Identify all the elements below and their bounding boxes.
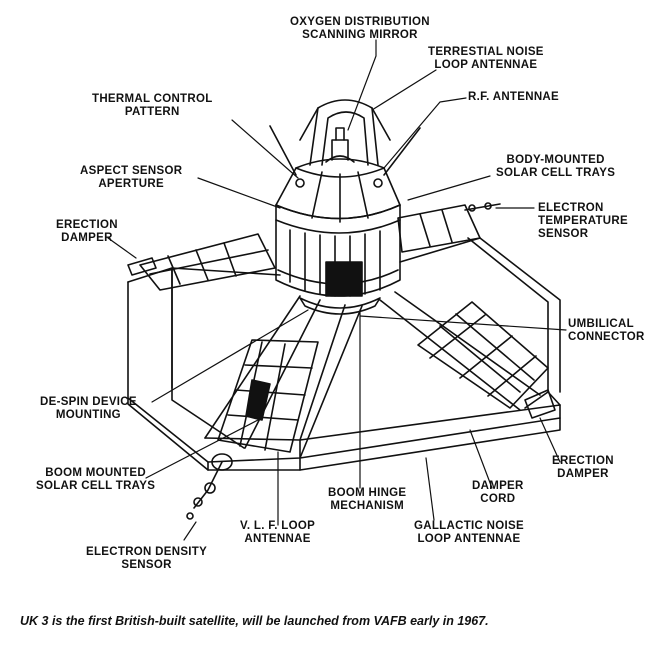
top-mast	[325, 127, 355, 163]
vlf-loop-antenna-frame	[127, 237, 561, 471]
terrestial-noise-loop-antenna	[299, 99, 391, 166]
figure-caption: UK 3 is the first British-built satellit…	[20, 614, 489, 628]
leader-lines	[107, 39, 567, 541]
upper-cone	[275, 158, 401, 223]
boom-struts	[171, 237, 541, 459]
label-rf-antennae: R.F. ANTENNAE	[468, 91, 560, 103]
erection-damper-right-part	[524, 389, 556, 419]
erection-damper-left-part	[127, 257, 157, 276]
electron-temperature-sensor	[464, 202, 501, 212]
boom-solar-tray-left	[139, 233, 276, 291]
boom-solar-tray-right	[397, 204, 481, 253]
electron-density-sensor	[186, 453, 233, 520]
satellite-body	[275, 204, 401, 315]
rf-antennae	[269, 125, 421, 176]
